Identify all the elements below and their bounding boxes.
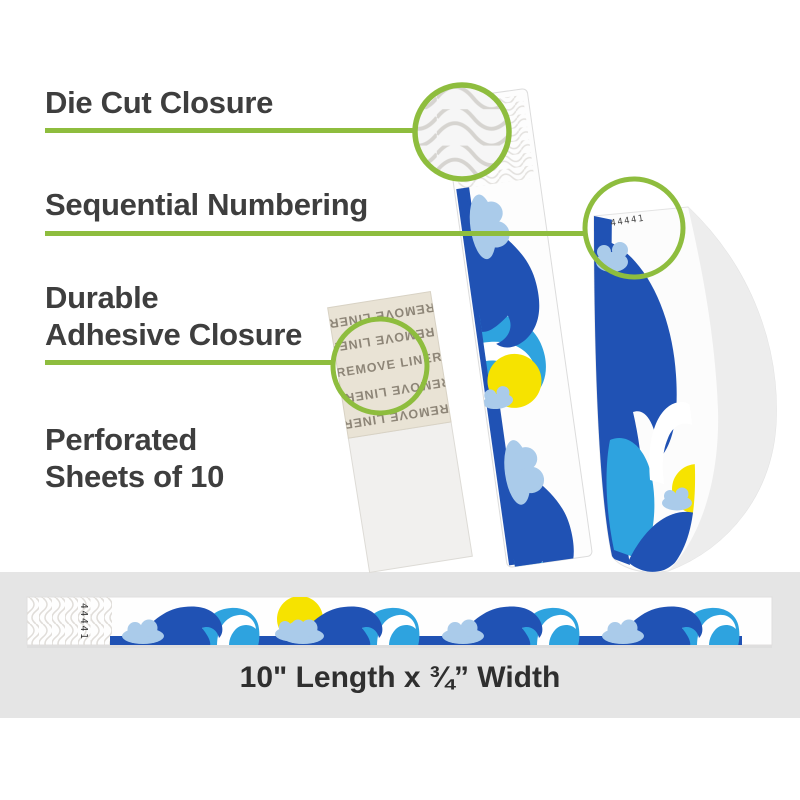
wave-barrel-graphic xyxy=(649,401,696,484)
feature-label-line: Perforated xyxy=(45,422,198,457)
cloud-graphic xyxy=(662,487,692,511)
rolled-wristband-photo: 44441 xyxy=(593,206,777,573)
feature-label-line: Durable xyxy=(45,280,159,315)
wave-base-bar xyxy=(110,636,742,645)
feature-label-adhesive: Durable Adhesive Closure xyxy=(45,279,302,353)
magnifier-circle-numbering xyxy=(582,176,686,280)
feature-label-die-cut: Die Cut Closure xyxy=(45,84,273,121)
callout-line-adhesive xyxy=(45,360,333,365)
cyan-wave-graphic xyxy=(606,437,655,560)
band-shadow xyxy=(27,645,772,648)
cloud-graphic xyxy=(275,619,309,642)
dark-wave-graphic xyxy=(628,511,696,572)
feature-label-line: Adhesive Closure xyxy=(45,317,303,352)
feature-label-perforated: Perforated Sheets of 10 xyxy=(45,421,224,495)
callout-line-die-cut xyxy=(45,128,417,133)
die-cut-end-texture xyxy=(27,597,112,645)
liner-bottom xyxy=(347,421,473,574)
serial-number: 44441 xyxy=(78,603,89,641)
cloud-graphic xyxy=(483,386,514,410)
feature-label-line: Sequential Numbering xyxy=(45,187,368,222)
magnifier-circle-die-cut xyxy=(412,82,512,182)
die-cut-magnified-texture xyxy=(415,85,509,179)
liner-adhesive-area xyxy=(327,290,452,439)
rolled-band-inner-shading xyxy=(668,207,777,571)
feature-label-line: Sheets of 10 xyxy=(45,459,225,494)
dimension-text: 10" Length x ¾” Width xyxy=(239,661,561,694)
feature-label-line: Die Cut Closure xyxy=(45,85,274,120)
feature-label-numbering: Sequential Numbering xyxy=(45,186,368,223)
magnifier-circle-adhesive xyxy=(330,316,430,416)
callout-annotations xyxy=(45,82,686,416)
callout-line-numbering xyxy=(45,231,585,236)
bottom-wristband-photo: 44441 xyxy=(26,596,773,648)
